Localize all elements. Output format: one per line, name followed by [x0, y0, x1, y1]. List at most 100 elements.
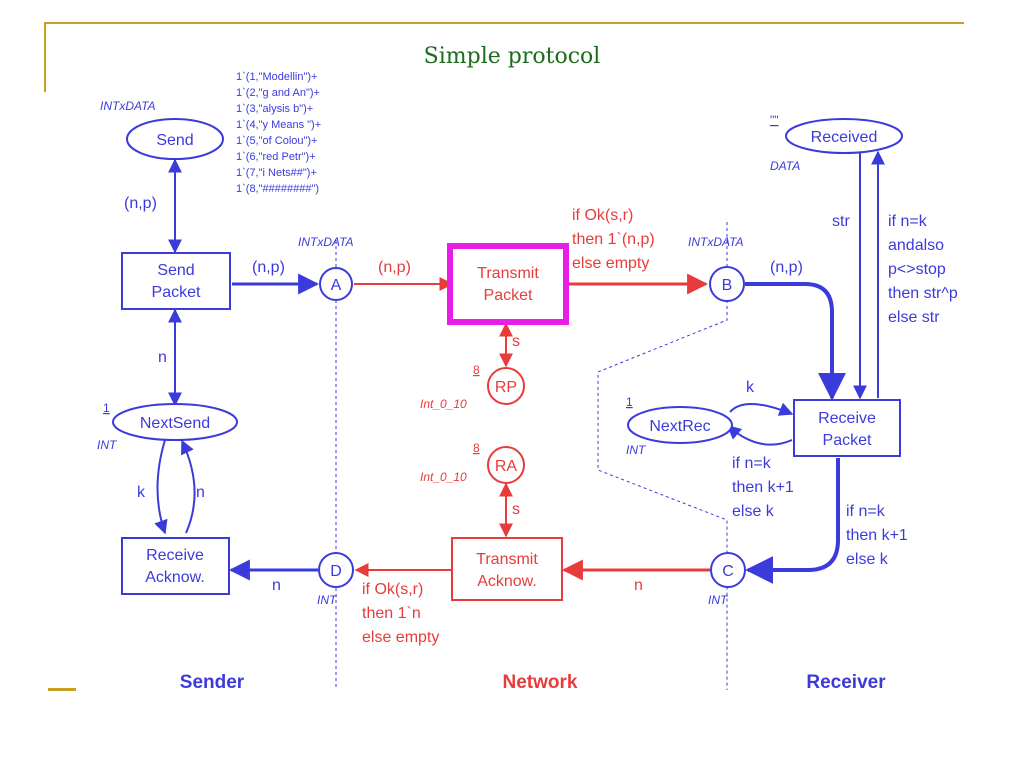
marking-line: 1`(7,"i Nets##")+ [236, 167, 317, 179]
place-received-marking: "" [770, 113, 779, 127]
place-nextsend-type: INT [97, 438, 118, 452]
arc-label-received-str: str [832, 213, 850, 230]
marking-line: 1`(8,"########") [236, 183, 319, 195]
place-d: D [318, 552, 354, 588]
arc-label-line: else k [846, 551, 889, 568]
arc-label-nextsend-k: k [137, 484, 146, 501]
arc-label-line: then str^p [888, 285, 958, 302]
transition-label: Packet [823, 432, 872, 449]
place-b: B [709, 266, 745, 302]
marking-line: 1`(6,"red Petr")+ [236, 151, 316, 163]
place-nextrec-marking: 1 [626, 395, 633, 409]
transition-label: Receive [818, 410, 876, 427]
arc-label-nextrec-k: k [746, 379, 755, 396]
arc-label-line: else empty [572, 255, 649, 272]
network-receiver-boundary [597, 222, 728, 690]
arc-label-b-receivepacket: (n,p) [770, 259, 803, 276]
arc-label-line: then k+1 [732, 479, 794, 496]
marking-line: 1`(3,"alysis b")+ [236, 103, 313, 115]
place-nextsend: NextSend [112, 403, 238, 441]
slide-bottom-marker [48, 688, 76, 691]
arc-label-line: then 1`n [362, 605, 421, 622]
arc-label-line: p<>stop [888, 261, 946, 278]
place-ra-type: Int_0_10 [420, 470, 467, 484]
arc-label-sendpacket-a: (n,p) [252, 259, 285, 276]
section-label-receiver: Receiver [806, 672, 886, 693]
transition-label: Send [157, 262, 194, 279]
place-ra-marking: 8 [473, 441, 480, 455]
marking-line: 1`(2,"g and An")+ [236, 87, 320, 99]
arc-label-send-sendpacket: (n,p) [124, 195, 157, 212]
place-c: C [710, 552, 746, 588]
place-c-type: INT [708, 593, 729, 607]
arc-label-receivepacket-c: if n=k then k+1 else k [846, 503, 908, 568]
section-label-network: Network [503, 672, 578, 693]
place-nextrec-name: NextRec [649, 418, 710, 435]
arc-label-line: else empty [362, 629, 439, 646]
arc-label-line: if Ok(s,r) [572, 207, 633, 224]
slide-top-rule [44, 22, 964, 24]
arc-receiveack-nextsend-n [181, 439, 196, 534]
slide-title: Simple protocol [423, 44, 601, 69]
arc-label-a-transmitpacket: (n,p) [378, 259, 411, 276]
place-rp: RP [487, 367, 525, 405]
transition-label: Receive [146, 547, 204, 564]
transition-receive-packet: Receive Packet [793, 399, 901, 457]
arc-label-line: if Ok(s,r) [362, 581, 423, 598]
transition-label: Transmit [477, 265, 539, 282]
place-ra-name: RA [495, 458, 518, 475]
arc-label-line: andalso [888, 237, 944, 254]
transition-label: Packet [484, 287, 533, 304]
place-send-type: INTxDATA [100, 99, 156, 113]
arc-label-line: if n=k [846, 503, 886, 520]
slide-left-rule [44, 22, 46, 92]
place-received: Received [785, 118, 903, 154]
arc-label-rp-s: s [512, 333, 520, 350]
place-c-name: C [722, 563, 734, 580]
marking-line: 1`(5,"of Colou")+ [236, 135, 318, 147]
place-nextsend-marking: 1 [103, 401, 110, 415]
place-received-name: Received [811, 129, 878, 146]
arc-label-nextsend-n: n [196, 484, 205, 501]
transition-transmit-packet: Transmit Packet [447, 243, 569, 325]
marking-line: 1`(1,"Modellin")+ [236, 71, 317, 83]
arc-label-line: then k+1 [846, 527, 908, 544]
transition-label: Acknow. [477, 573, 537, 590]
transition-send-packet: Send Packet [121, 252, 231, 310]
arc-b-receivepacket [745, 282, 846, 401]
transition-label: Transmit [476, 551, 538, 568]
place-rp-name: RP [495, 379, 517, 396]
arc-nextrec-receivepacket [729, 402, 794, 416]
arc-label-d-receiveack: n [272, 577, 281, 594]
arc-label-nextrec-update: if n=k then k+1 else k [732, 455, 794, 520]
arc-label-transmitack-d: if Ok(s,r) then 1`n else empty [362, 581, 439, 646]
place-received-type: DATA [770, 159, 800, 173]
arc-label-line: else str [888, 309, 940, 326]
arc-receivepacket-c [745, 458, 840, 584]
marking-line: 1`(4,"y Means ")+ [236, 119, 321, 131]
transition-label: Acknow. [145, 569, 205, 586]
arc-label-c-transmitack: n [634, 577, 643, 594]
arc-label-ra-s: s [512, 501, 520, 518]
place-d-type: INT [317, 593, 338, 607]
place-a-type: INTxDATA [298, 235, 354, 249]
place-d-name: D [330, 563, 342, 580]
section-label-sender: Sender [180, 672, 245, 693]
arc-nextsend-receiveack-k [154, 439, 168, 535]
place-rp-type: Int_0_10 [420, 397, 467, 411]
place-a-name: A [331, 277, 342, 294]
transition-label: Packet [152, 284, 201, 301]
arc-receivepacket-nextrec [726, 425, 793, 446]
arc-label-sendpacket-nextsend: n [158, 349, 167, 366]
place-nextrec-type: INT [626, 443, 647, 457]
place-b-type: INTxDATA [688, 235, 744, 249]
arc-label-received-update: if n=k andalso p<>stop then str^p else s… [888, 213, 958, 326]
arc-label-transmitpacket-b: if Ok(s,r) then 1`(n,p) else empty [572, 207, 655, 272]
place-send: Send [126, 118, 224, 160]
arc-label-line: if n=k [888, 213, 928, 230]
arc-label-line: else k [732, 503, 775, 520]
place-nextrec: NextRec [627, 406, 733, 444]
transition-transmit-acknow: Transmit Acknow. [451, 537, 563, 601]
place-a: A [319, 267, 353, 301]
